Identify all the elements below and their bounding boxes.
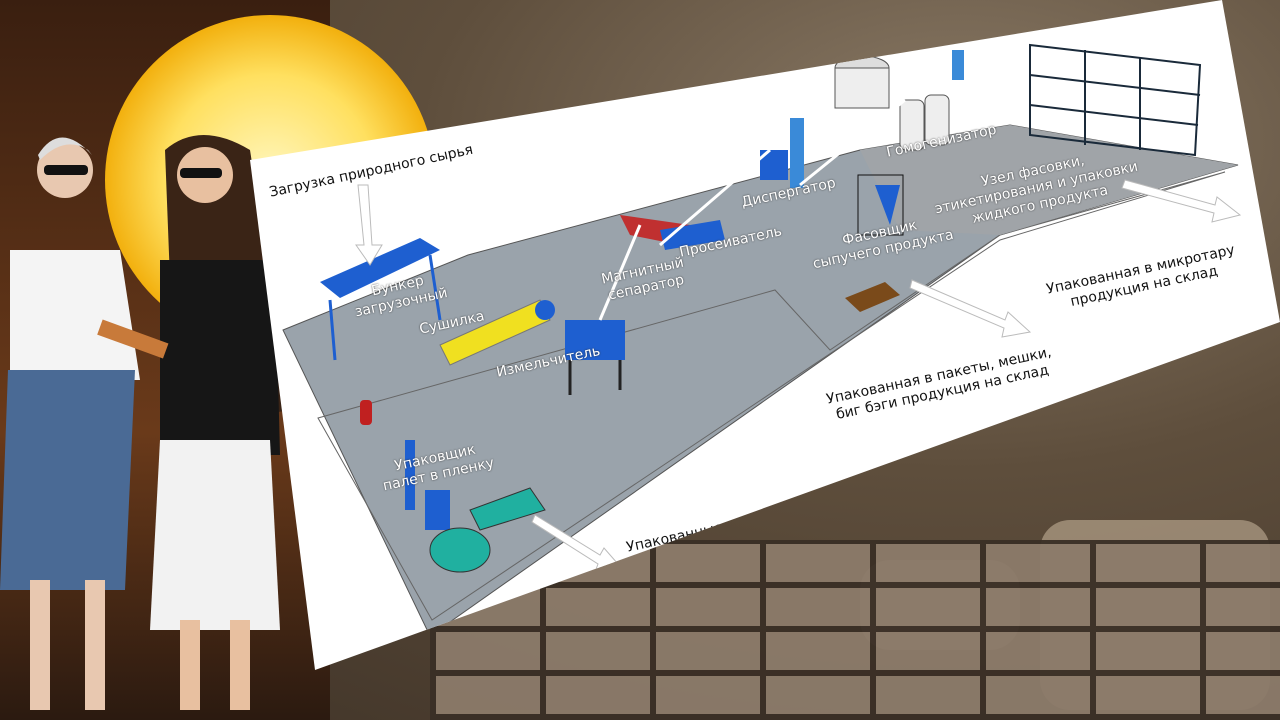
pallet-wrapper	[405, 440, 546, 573]
grinder	[565, 320, 625, 395]
pallet	[845, 282, 900, 312]
arrow-down-icon	[355, 184, 383, 266]
fire-extinguisher	[360, 400, 372, 425]
dryer	[439, 299, 555, 366]
shelving	[1029, 43, 1202, 157]
person-left	[0, 137, 140, 710]
floor-border	[317, 171, 1226, 621]
sifter	[660, 220, 725, 250]
disperser	[659, 118, 804, 247]
hopper	[320, 238, 442, 361]
arrow-right-icon	[909, 279, 1032, 338]
arrows	[355, 179, 1242, 573]
bulk-packer	[857, 174, 904, 236]
tanks	[799, 50, 964, 187]
person-right	[97, 135, 290, 710]
people-photo	[0, 135, 290, 710]
liquid-area-floor	[860, 125, 1238, 235]
arrow-right-icon	[1121, 179, 1242, 223]
